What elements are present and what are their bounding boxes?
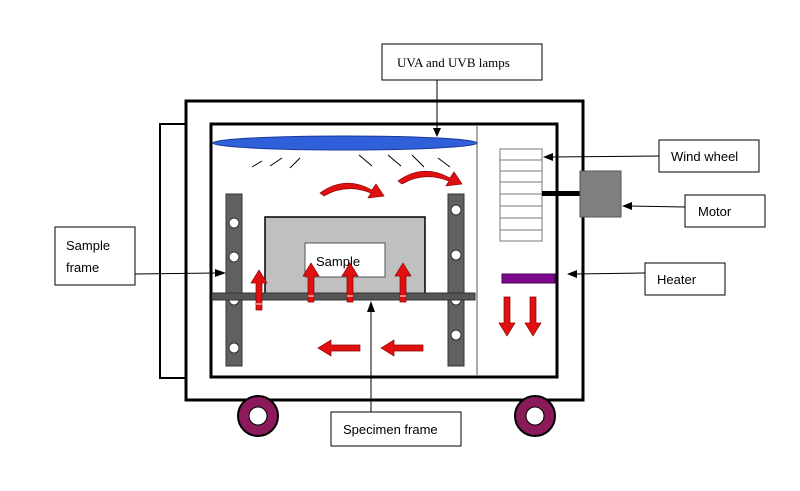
uv-lamp: [212, 135, 478, 151]
sample-frame-callout-label-line2: frame: [66, 260, 99, 275]
specimen-frame-callout-arrowhead: [367, 301, 375, 312]
sample-frame-callout-arrowhead: [215, 269, 226, 277]
wind-wheel-callout-label: Wind wheel: [671, 149, 738, 164]
left-wheel: [237, 395, 279, 437]
sample-frame-callout-box: [54, 226, 136, 286]
heater-callout-label: Heater: [657, 272, 697, 287]
curved-airflow-arrows: [319, 170, 463, 199]
right-wheel: [514, 395, 556, 437]
light-rays: [251, 154, 451, 169]
downward-airflow-arrows: [498, 296, 542, 337]
heater-callout-line: [574, 272, 646, 275]
right-rail: [447, 193, 465, 367]
heater-callout-arrowhead: [567, 270, 577, 278]
specimen-frame-callout-box: [330, 411, 462, 447]
motor-callout-arrowhead: [622, 202, 632, 210]
sample-label: Sample: [316, 254, 360, 269]
left-rail: [225, 193, 243, 367]
leftward-airflow-arrows: [317, 339, 424, 357]
sample-frame-callout-line: [134, 272, 218, 275]
wind-wheel-callout-box: [658, 139, 760, 173]
upward-airflow-arrows: [250, 262, 412, 311]
motor-callout-label: Motor: [698, 204, 732, 219]
sample-frame-callout-label-line1: Sample: [66, 238, 110, 253]
motor-callout-box: [684, 194, 766, 228]
motor-callout-line: [629, 205, 686, 208]
wind-wheel-callout-line: [549, 155, 660, 158]
lamps-callout-arrowhead: [433, 128, 441, 137]
lamps-callout-box: [381, 43, 543, 81]
specimen-frame-bar: [211, 292, 476, 301]
heater: [501, 273, 556, 284]
arrow-tail-stripes: [256, 295, 406, 305]
motor-shaft: [542, 191, 582, 196]
motor: [579, 170, 622, 218]
lamps-callout-label: UVA and UVB lamps: [397, 55, 510, 70]
wind-wheel: [499, 148, 543, 242]
wind-wheel-callout-arrowhead: [543, 153, 553, 161]
specimen-frame-callout-label: Specimen frame: [343, 422, 438, 437]
heater-callout-box: [644, 262, 726, 296]
back-panel: [159, 123, 189, 379]
